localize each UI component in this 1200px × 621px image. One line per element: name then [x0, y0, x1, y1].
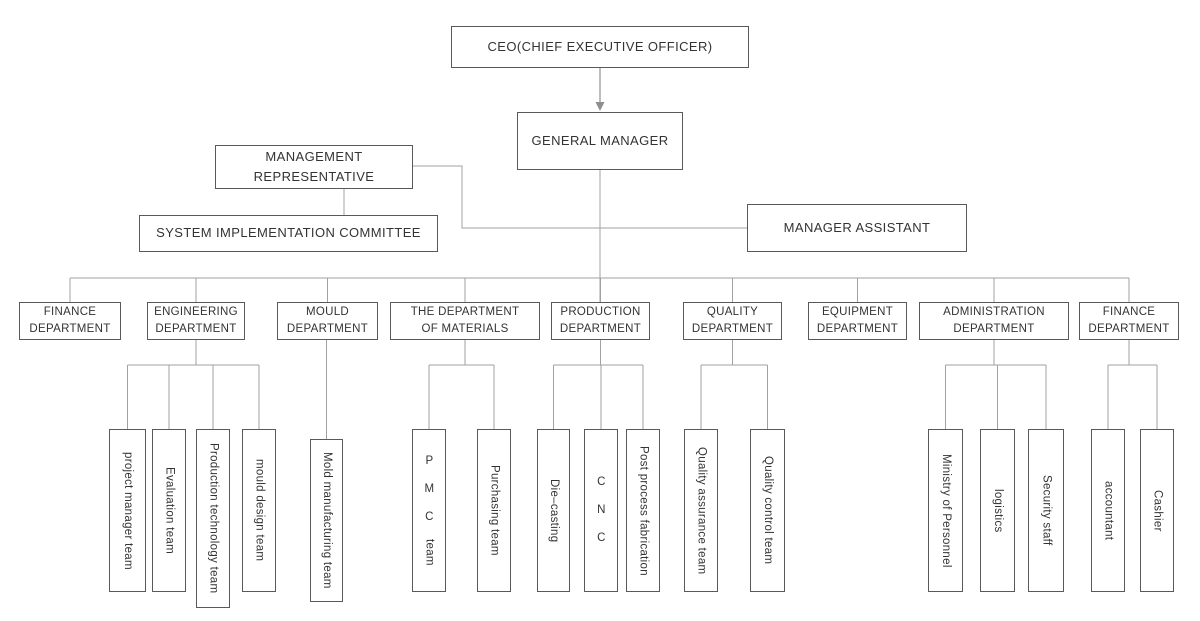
- ceo-label: CEO(CHIEF EXECUTIVE OFFICER): [487, 38, 713, 54]
- department-label-line: DEPARTMENT: [155, 323, 237, 335]
- department-label-line: DEPARTMENT: [691, 323, 774, 335]
- department-box-finance-department-right: FINANCE DEPARTMENT: [1079, 302, 1179, 340]
- team-label: Evaluation team: [163, 467, 176, 554]
- management-representative-label-line1: MANAGEMENT: [265, 148, 363, 164]
- system-implementation-committee-box: SYSTEM IMPLEMENTATION COMMITTEE: [139, 215, 438, 252]
- department-label-line: DEPARTMENT: [816, 323, 899, 335]
- manager-assistant-box: MANAGER ASSISTANT: [747, 204, 967, 252]
- department-box-administration-department: ADMINISTRATION DEPARTMENT: [919, 302, 1069, 340]
- department-label-line: DEPARTMENT: [1088, 323, 1170, 335]
- team-box-cnc: C N C: [584, 429, 618, 592]
- team-label: logistics: [991, 488, 1004, 533]
- department-box-mould-department: MOULD DEPARTMENT: [277, 302, 378, 340]
- team-label-segment: team: [423, 539, 436, 566]
- team-box-project-manager-team: project manager team: [109, 429, 146, 592]
- department-box-engineering-department: ENGINEERING DEPARTMENT: [147, 302, 245, 340]
- department-label-line: FINANCE: [1102, 306, 1156, 319]
- team-label: Post process fabrication: [637, 445, 650, 576]
- management-representative-box: MANAGEMENT REPRESENTATIVE: [215, 145, 413, 189]
- ceo-to-gm-arrow-head-icon: [595, 102, 605, 111]
- department-label-line: OF MATERIALS: [421, 323, 509, 335]
- team-box-evaluation-team: Evaluation team: [152, 429, 186, 592]
- general-manager-box: GENERAL MANAGER: [517, 112, 683, 170]
- management-representative-label-line2: REPRESENTATIVE: [253, 169, 375, 184]
- ceo-box: CEO(CHIEF EXECUTIVE OFFICER): [451, 26, 749, 68]
- team-box-pmc-team: P M C team: [412, 429, 446, 592]
- department-label-line: QUALITY: [706, 306, 759, 319]
- team-box-quality-control-team: Quality control team: [750, 429, 785, 592]
- department-label-line: DEPARTMENT: [953, 323, 1035, 335]
- department-box-quality-department: QUALITY DEPARTMENT: [683, 302, 782, 340]
- department-box-equipment-department: EQUIPMENT DEPARTMENT: [808, 302, 907, 340]
- team-box-purchasing-team: Purchasing team: [477, 429, 511, 592]
- team-label-segment: P M C: [423, 455, 436, 540]
- team-label: Quality control team: [761, 456, 774, 565]
- team-label-segment: C N C: [595, 475, 608, 546]
- team-box-die-casting: Die–casting: [537, 429, 570, 592]
- manager-assistant-label: MANAGER ASSISTANT: [783, 219, 931, 235]
- team-label: project manager team: [121, 451, 134, 570]
- general-manager-label: GENERAL MANAGER: [531, 132, 669, 148]
- team-label: accountant: [1102, 480, 1115, 541]
- department-label-line: EQUIPMENT: [821, 306, 894, 319]
- department-label-line: THE DEPARTMENT: [410, 306, 520, 319]
- team-label: Mold manufacturing team: [320, 452, 333, 589]
- team-label: Quality assurance team: [695, 446, 708, 575]
- team-box-security-staff: Security staff: [1028, 429, 1064, 592]
- department-box-finance-department-left: FINANCE DEPARTMENT: [19, 302, 121, 340]
- system-implementation-committee-label: SYSTEM IMPLEMENTATION COMMITTEE: [156, 225, 421, 241]
- team-box-quality-assurance-team: Quality assurance team: [684, 429, 718, 592]
- team-label: mould design team: [253, 459, 266, 562]
- team-box-mould-design-team: mould design team: [242, 429, 276, 592]
- team-box-cashier: Cashier: [1140, 429, 1174, 592]
- department-label-line: DEPARTMENT: [286, 323, 369, 335]
- team-label: P M C team: [423, 455, 436, 566]
- team-box-ministry-of-personnel: Ministry of Personnel: [928, 429, 963, 592]
- team-box-post-process-fabrication: Post process fabrication: [626, 429, 660, 592]
- department-label-line: ENGINEERING: [154, 306, 238, 319]
- team-label: Ministry of Personnel: [939, 453, 952, 568]
- team-box-logistics: logistics: [980, 429, 1015, 592]
- team-label: C N C: [595, 475, 608, 546]
- department-label-line: PRODUCTION: [560, 306, 641, 319]
- team-box-production-technology-team: Production technology team: [196, 429, 230, 608]
- department-box-materials-department: THE DEPARTMENT OF MATERIALS: [390, 302, 540, 340]
- team-box-mold-manufacturing-team: Mold manufacturing team: [310, 439, 343, 602]
- department-label-line: DEPARTMENT: [559, 323, 642, 335]
- team-label: Die–casting: [547, 478, 560, 543]
- team-label: Security staff: [1040, 475, 1053, 546]
- tree-connector-path: [69, 165, 1158, 439]
- team-box-accountant: accountant: [1091, 429, 1125, 592]
- department-label-line: DEPARTMENT: [29, 323, 111, 335]
- department-label-line: ADMINISTRATION: [943, 306, 1045, 319]
- team-label: Production technology team: [207, 443, 220, 594]
- department-label-line: MOULD: [305, 306, 350, 319]
- department-box-production-department: PRODUCTION DEPARTMENT: [551, 302, 650, 340]
- team-label: Purchasing team: [488, 465, 501, 556]
- department-label-line: FINANCE: [43, 306, 97, 319]
- team-label: Cashier: [1151, 489, 1164, 532]
